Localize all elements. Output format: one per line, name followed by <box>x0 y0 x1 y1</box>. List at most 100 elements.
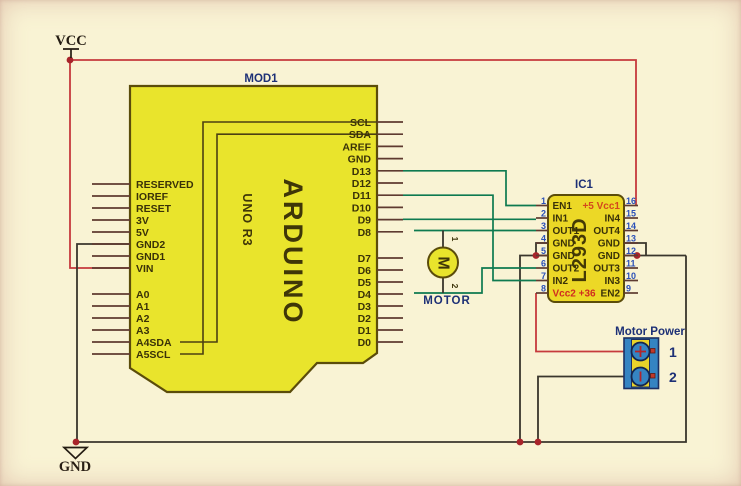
ic-pin-16: 16 +5 Vcc1 <box>582 196 638 212</box>
connector-pad2 <box>650 373 656 379</box>
arduino-variant-label: UNO R3 <box>240 193 254 246</box>
pin-label: SCL <box>350 117 372 129</box>
pin-number: 13 <box>626 234 636 244</box>
pin-label: D6 <box>358 265 372 277</box>
pin-number: 4 <box>541 234 546 244</box>
pin-label: 5V <box>136 227 149 239</box>
pin-number: 1 <box>541 196 546 206</box>
arduino-pin-rows: RESERVEDIOREFRESET3V5VGND2GND1VINA0A1A2A… <box>92 117 403 361</box>
motor-label: MOTOR <box>423 295 471 307</box>
arduino-pin-d5: D5 <box>358 277 403 289</box>
arduino-pin-ioref: IOREF <box>92 191 169 203</box>
arduino-pin-d8: D8 <box>358 227 403 239</box>
junction-dot <box>534 438 542 446</box>
pin-label: D5 <box>358 277 372 289</box>
arduino-pin-3v: 3V <box>92 215 149 227</box>
pin-number: 6 <box>541 259 546 269</box>
pin-label: D10 <box>352 202 371 214</box>
pin-number: 7 <box>541 271 546 281</box>
arduino-pin-d1: D1 <box>358 325 403 337</box>
ic-ref-label: IC1 <box>575 179 594 191</box>
junction-dot <box>516 438 524 446</box>
pin-label: D4 <box>358 289 372 301</box>
arduino-pin-reset: RESET <box>92 203 172 215</box>
pin-label: AREF <box>342 141 371 153</box>
arduino-pin-a3: A3 <box>92 325 150 337</box>
wire-gnd-rail <box>76 255 687 443</box>
pin-label: D1 <box>358 325 372 337</box>
arduino-pin-d12: D12 <box>352 178 403 190</box>
arduino-pin-d7: D7 <box>358 253 403 265</box>
vcc-label: VCC <box>55 33 86 49</box>
ic-body <box>547 194 625 303</box>
arduino-pin-5v: 5V <box>92 227 149 239</box>
connector-pin2-number: 2 <box>669 369 677 385</box>
pin-label: D3 <box>358 301 372 313</box>
pin-number: 11 <box>626 259 636 269</box>
vcc-symbol <box>63 48 79 58</box>
junction-dots <box>66 56 641 446</box>
gnd-symbol <box>61 446 90 460</box>
pin-label: A4SDA <box>136 337 172 349</box>
arduino-pin-d4: D4 <box>358 289 403 301</box>
pin-label: EN1 <box>553 201 573 212</box>
motor-power-label: Motor Power <box>615 326 685 338</box>
arduino-pin-a5scl: A5SCL <box>92 349 171 361</box>
pin-number: 16 <box>626 196 636 206</box>
connector-pad1 <box>650 348 656 354</box>
pin-label: 3V <box>136 215 149 227</box>
vcc-terminal: VCC <box>55 33 87 58</box>
arduino-pin-reserved: RESERVED <box>92 179 194 191</box>
plus-polarity-mark <box>635 346 646 357</box>
arduino-pin-sda: SDA <box>349 129 403 141</box>
pin-label: IN3 <box>604 276 620 287</box>
arduino-pin-gnd2: GND2 <box>92 239 165 251</box>
wire-vcc2-to-motor-power <box>535 293 624 353</box>
pin-label: D7 <box>358 253 372 265</box>
pin-label: D2 <box>358 313 372 325</box>
pin-label: D8 <box>358 227 372 239</box>
pin-label: IN2 <box>553 276 569 287</box>
pin-number: 3 <box>541 221 546 231</box>
pin-label: D9 <box>358 215 372 227</box>
arduino-pin-a4sda: A4SDA <box>92 337 172 349</box>
arduino-pin-d9: D9 <box>358 215 403 227</box>
pin-number: 12 <box>626 246 636 256</box>
junction-dot <box>72 438 80 446</box>
pin-label: EN2 <box>601 289 621 300</box>
gnd-label: GND <box>59 459 91 475</box>
pin-label: D11 <box>352 190 371 202</box>
pin-label: IN1 <box>553 214 569 225</box>
arduino-pin-d3: D3 <box>358 301 403 313</box>
pin-label: OUT2 <box>553 264 580 275</box>
arduino-pin-d0: D0 <box>358 337 403 349</box>
motor-symbol: M <box>435 256 452 269</box>
arduino-internal-sda-link <box>180 133 377 343</box>
pin-label: VIN <box>136 263 154 275</box>
pin-number: 8 <box>541 284 546 294</box>
connector-pin1-number: 1 <box>669 344 677 360</box>
pin-label: +5 Vcc1 <box>582 201 620 212</box>
arduino-pin-scl: SCL <box>350 117 403 129</box>
motor: M 1 2 MOTOR <box>423 237 471 307</box>
pin-label: SDA <box>349 129 372 141</box>
pin-label: GND <box>553 251 575 262</box>
pin-label: A1 <box>136 301 150 313</box>
arduino-pin-aref: AREF <box>342 141 403 153</box>
arduino-internal-scl-link <box>180 121 377 355</box>
wire-d11-to-in2 <box>403 194 536 282</box>
